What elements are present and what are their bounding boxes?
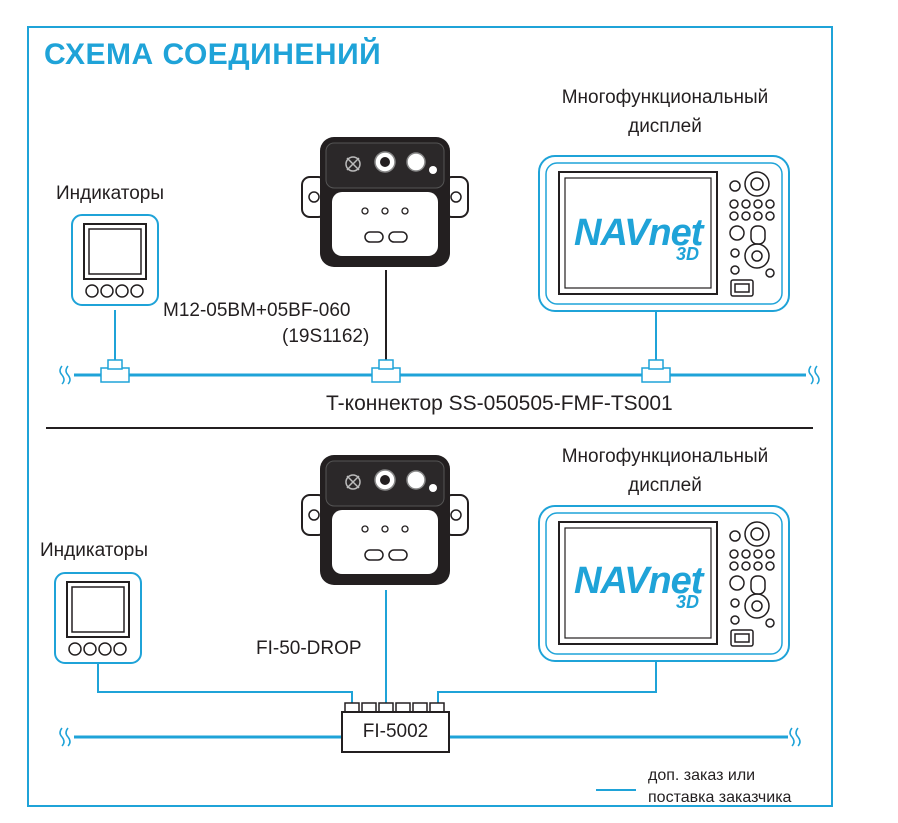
bottom-mfd-label-line2: дисплей <box>628 475 702 496</box>
bottom-navnet-3d-logo: 3D <box>676 592 700 612</box>
bottom-indicator-drop <box>97 664 353 711</box>
bottom-cable-break-left <box>59 727 71 747</box>
diagram-title: СХЕМА СОЕДИНЕНИЙ <box>44 38 382 71</box>
t-connector-label: T-коннектор SS-050505-FMF-TS001 <box>326 392 673 415</box>
top-mfd-label-line2: дисплей <box>628 116 702 137</box>
bottom-navnet-logo: NAVnet <box>574 560 703 602</box>
junction-box-label: FI-5002 <box>362 721 429 742</box>
junction-box: FI-5002 <box>341 711 450 753</box>
legend-text: доп. заказ или поставка заказчика <box>648 765 791 809</box>
top-cable-break-left <box>59 365 71 385</box>
t-connector-icon <box>641 359 671 383</box>
drop-cable-label: FI-50-DROP <box>256 638 362 659</box>
top-indicators-label: Индикаторы <box>56 183 165 204</box>
t-connector-icon <box>371 359 401 383</box>
bottom-mfd-drop <box>437 662 657 711</box>
cable-part-number-label: (19S1162) <box>282 326 370 347</box>
top-navnet-3d-logo: 3D <box>676 244 700 264</box>
section-divider <box>46 427 813 429</box>
bottom-sensor-unit <box>301 454 469 586</box>
bottom-cable-break-right <box>789 727 801 747</box>
top-mfd-label-line1: Многофункциональный <box>561 87 769 108</box>
legend-line2: поставка заказчика <box>648 789 792 806</box>
top-sensor-unit <box>301 136 469 268</box>
legend-line-swatch <box>596 789 636 791</box>
cable-model-label: M12-05BM+05BF-060 <box>163 300 351 321</box>
legend-line1: доп. заказ или <box>648 767 756 784</box>
bottom-indicator-device <box>54 572 142 664</box>
top-navnet-logo: NAVnet <box>574 212 703 254</box>
diagram-frame <box>27 26 833 807</box>
t-connector-icon <box>100 359 130 383</box>
top-indicator-device <box>71 214 159 306</box>
bottom-mfd-label-line1: Многофункциональный <box>561 446 769 467</box>
top-cable-break-right <box>808 365 820 385</box>
bottom-indicators-label: Индикаторы <box>40 540 149 561</box>
junction-box-ports <box>344 702 445 714</box>
